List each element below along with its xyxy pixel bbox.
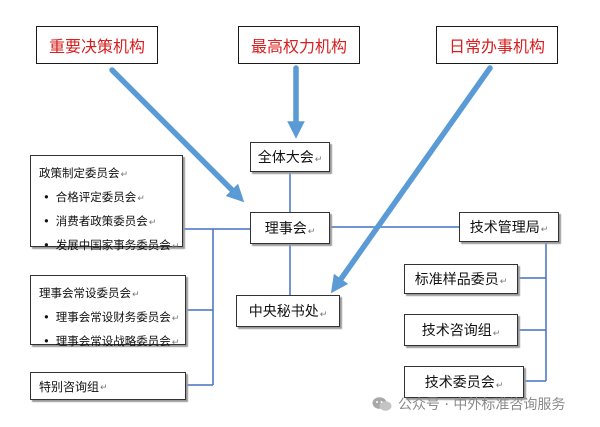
node-council-text: 理事会	[264, 221, 307, 237]
label-decision-body: 重要决策机构	[36, 26, 158, 64]
watermark-text: 公众号 · 中外标准咨询服务	[398, 397, 566, 413]
node-tech-committee: 技术委员会↵	[404, 366, 524, 398]
arrow-daily-to-secretariat	[330, 65, 493, 294]
node-sample-committee-text: 标准样品委员	[414, 272, 499, 288]
node-secretariat: 中央秘书处↵	[236, 295, 340, 327]
arrow-decision-to-council	[109, 67, 245, 203]
paragraph-mark: ↵	[540, 225, 549, 235]
wechat-icon	[372, 396, 392, 412]
standing-item: •理事会常设战略委员会↵	[43, 334, 180, 348]
paragraph-mark: ↵	[319, 310, 328, 320]
node-special-advisory-text: 特别咨询组	[39, 379, 100, 394]
node-advisory-group: 技术咨询组↵	[404, 314, 518, 346]
node-general-assembly: 全体大会↵	[250, 142, 330, 172]
node-advisory-group-text: 技术咨询组	[421, 323, 492, 339]
node-standing-committee: 理事会常设委员会↵ •理事会常设财务委员会↵ •理事会常设战略委员会↵	[30, 275, 186, 348]
policy-item: •发展中国家事务委员会↵	[43, 238, 180, 252]
node-sample-committee: 标准样品委员↵	[404, 264, 518, 294]
node-policy-committee: 政策制定委员会↵ •合格评定委员会↵ •消费者政策委员会↵ •发展中国家事务委员…	[30, 155, 183, 252]
label-daily-office: 日常办事机构	[436, 26, 558, 64]
paragraph-mark: ↵	[495, 381, 504, 391]
standing-committee-title: 理事会常设委员会↵	[39, 286, 140, 300]
paragraph-mark: ↵	[314, 155, 323, 165]
paragraph-mark: ↵	[492, 329, 501, 339]
paragraph-mark: ↵	[307, 227, 316, 237]
policy-item: •合格评定委员会↵	[43, 190, 145, 204]
node-general-assembly-text: 全体大会	[257, 150, 314, 166]
node-tech-bureau: 技术管理局↵	[459, 212, 559, 242]
node-secretariat-text: 中央秘书处	[248, 304, 319, 320]
policy-item: •消费者政策委员会↵	[43, 214, 157, 228]
node-council: 理事会↵	[250, 212, 330, 244]
watermark: 公众号 · 中外标准咨询服务	[372, 393, 594, 415]
node-tech-committee-text: 技术委员会	[424, 375, 495, 391]
label-highest-authority: 最高权力机构	[238, 26, 360, 64]
paragraph-mark: ↵	[499, 277, 508, 287]
standing-item: •理事会常设财务委员会↵	[43, 310, 180, 324]
node-special-advisory: 特别咨询组↵	[30, 372, 186, 400]
policy-committee-title: 政策制定委员会↵	[39, 166, 129, 180]
paragraph-mark: ↵	[100, 383, 108, 393]
node-tech-bureau-text: 技术管理局	[469, 220, 540, 236]
